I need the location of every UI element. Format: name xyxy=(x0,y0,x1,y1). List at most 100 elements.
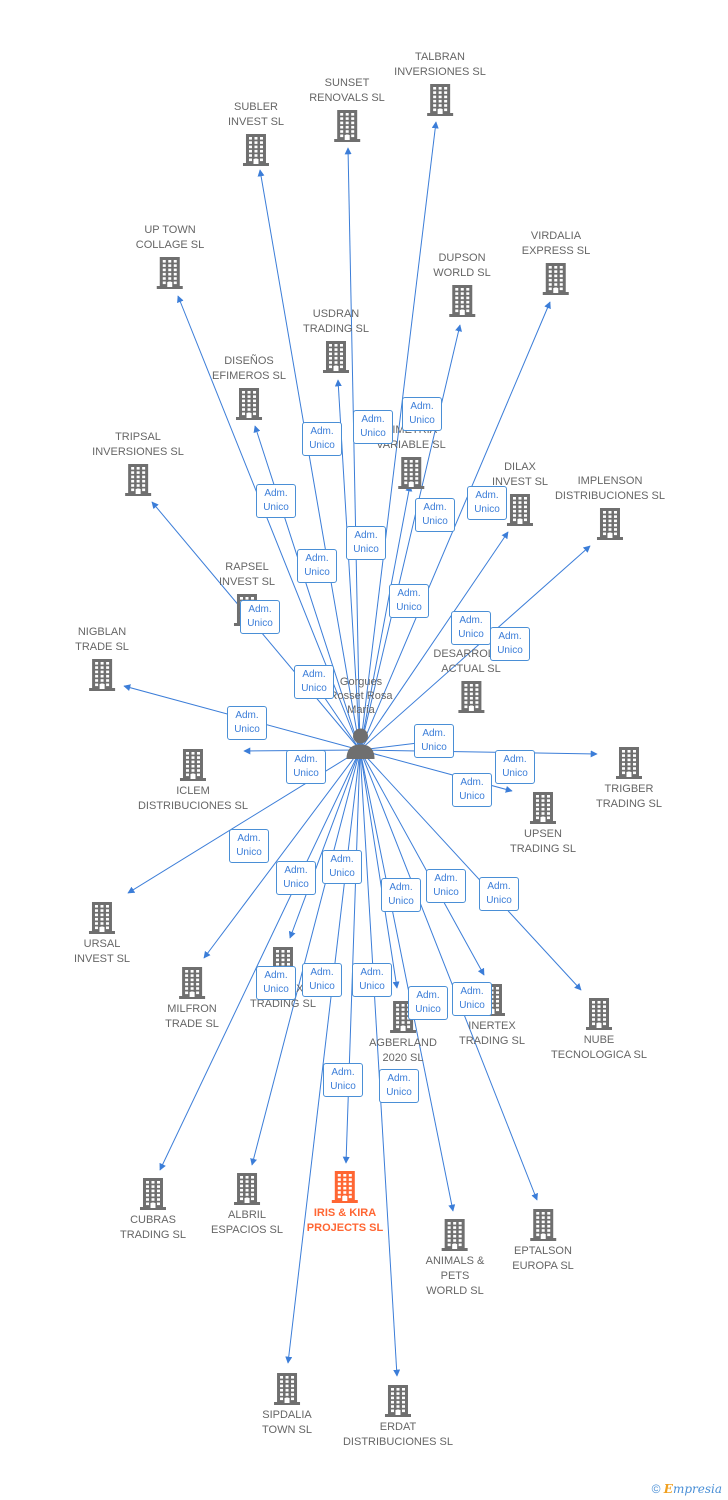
role-badge-usdran[interactable]: Adm.Unico xyxy=(346,526,386,560)
building-icon xyxy=(88,902,115,934)
role-badge-virdalia[interactable]: Adm.Unico xyxy=(467,486,507,520)
role-badge-logis[interactable]: Adm. Unico xyxy=(414,724,454,758)
building-icon xyxy=(457,681,484,713)
building-icon xyxy=(124,464,151,496)
building-icon xyxy=(529,1209,556,1241)
building-icon xyxy=(156,257,183,289)
company-node-iclem[interactable]: ICLEM DISTRIBUCIONES SL xyxy=(138,748,248,814)
role-badge-text: Adm. xyxy=(498,631,522,642)
company-name-line: PROJECTS SL xyxy=(306,1222,384,1234)
role-badge-nigblan[interactable]: Adm.Unico xyxy=(227,706,267,740)
role-badge-uptown[interactable]: Adm.Unico xyxy=(256,484,296,518)
building-icon xyxy=(333,110,360,142)
role-badge-agberland[interactable]: Adm.Unico xyxy=(381,878,421,912)
role-badge-text: Unico xyxy=(421,742,447,753)
edge-line-simetria xyxy=(359,484,413,751)
building-icon xyxy=(398,457,424,489)
company-name-line: URSAL xyxy=(83,938,121,950)
company-name-line: SUNSET xyxy=(324,77,370,89)
center-person-node[interactable]: Gorgues Rosset Rosa Maria xyxy=(330,675,392,759)
role-badge-animals[interactable]: Adm.Unico xyxy=(408,986,448,1020)
role-badge-iris[interactable]: Adm.Unico xyxy=(352,963,392,997)
company-name-line: TRADING SL xyxy=(509,843,577,855)
company-name-line: DISTRIBUCIONES SL xyxy=(137,800,249,812)
role-badge-eptalson[interactable]: Adm.Unico xyxy=(452,982,492,1016)
company-name-line: CUBRAS xyxy=(130,1214,176,1226)
role-badge-text: Adm. xyxy=(361,414,385,425)
building-icon xyxy=(139,1178,166,1210)
center-name-line-1: Gorgues xyxy=(339,676,383,688)
company-name-line: 2020 SL xyxy=(382,1052,424,1064)
building-icon xyxy=(178,967,205,999)
company-name-line: SIPDALIA xyxy=(262,1409,312,1421)
role-badge-implenson[interactable]: Adm.Unico xyxy=(490,627,530,661)
role-badge-inertex[interactable]: Adm.Unico xyxy=(426,869,466,903)
building-icon xyxy=(180,749,206,781)
company-name-line: ANIMALS & xyxy=(425,1255,485,1267)
role-badge-text: Adm. xyxy=(235,710,259,721)
role-badge-erdat[interactable]: Adm.Unico xyxy=(379,1069,419,1103)
role-badge-text: Adm. xyxy=(302,669,326,680)
role-badge-ursal[interactable]: Adm.Unico xyxy=(229,829,269,863)
building-icon xyxy=(615,747,642,779)
role-badge-dilax[interactable]: Adm.Unico xyxy=(451,611,491,645)
role-badge-simetria[interactable]: Adm.Unico xyxy=(389,584,429,618)
company-name-line: DISTRIBUCIONES SL xyxy=(342,1436,454,1448)
role-badge-nube[interactable]: Adm.Unico xyxy=(479,877,519,911)
role-badge-sunset[interactable]: Adm.Unico xyxy=(353,410,393,444)
role-badge-tripsal[interactable]: Adm.Unico xyxy=(240,600,280,634)
role-badge-cubras[interactable]: Adm.Unico xyxy=(256,966,296,1000)
company-name-line: EFIMEROS SL xyxy=(212,370,286,382)
footer-brand[interactable]: © Empresia xyxy=(652,1482,722,1496)
role-badge-disenos[interactable]: Adm.Unico xyxy=(297,549,337,583)
role-badge-trigax[interactable]: Adm.Unico xyxy=(322,850,362,884)
role-badge-dupson[interactable]: Adm.Unico xyxy=(415,498,455,532)
role-badge-upsen[interactable]: Adm.Unico xyxy=(452,773,492,807)
role-badge-trigber[interactable]: Adm.Unico xyxy=(495,750,535,784)
company-name-line: DUPSON xyxy=(438,252,486,264)
company-name-line: EXPRESS SL xyxy=(521,245,591,257)
role-badge-milfron[interactable]: Adm.Unico xyxy=(276,861,316,895)
copyright-icon: © xyxy=(651,1482,661,1496)
role-badge-subler[interactable]: Adm.Unico xyxy=(302,422,342,456)
role-badge-sipdalia[interactable]: Adm.Unico xyxy=(323,1063,363,1097)
role-badge-iclem[interactable]: Adm.Unico xyxy=(286,750,326,784)
role-badge-rapsel[interactable]: Adm.Unico xyxy=(294,665,334,699)
role-badge-text: Adm. xyxy=(487,881,511,892)
building-icon xyxy=(542,263,569,295)
company-name-line: IMPLENSON xyxy=(577,475,643,487)
role-badge-albril[interactable]: Adm.Unico xyxy=(302,963,342,997)
role-badge-text: Adm. xyxy=(422,728,446,739)
company-node-simetria[interactable]: SIMETRIAVARIABLE SL xyxy=(376,423,446,490)
role-badge-text: Adm. xyxy=(410,401,434,412)
company-name-line: ICLEM xyxy=(176,785,210,797)
role-badge-talbran[interactable]: Adm.Unico xyxy=(402,397,442,431)
brand-name: mpresia xyxy=(672,1482,722,1496)
